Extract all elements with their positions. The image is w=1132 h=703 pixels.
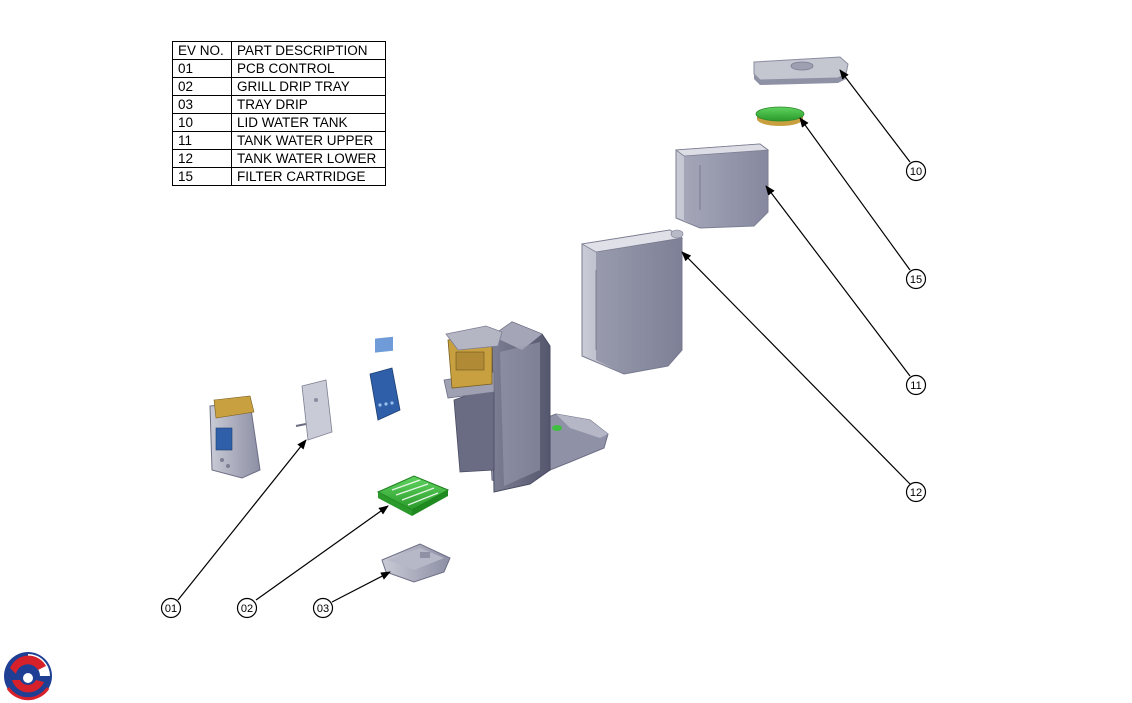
tray-drip [381, 543, 451, 583]
part-description: FILTER CARTRIDGE [231, 167, 386, 186]
filter-cartridge [755, 106, 805, 126]
table-row: 11 TANK WATER UPPER [172, 131, 386, 150]
svg-text:02: 02 [241, 603, 253, 615]
part-number: 12 [172, 149, 232, 168]
parts-table: EV NO. PART DESCRIPTION 01 PCB CONTROL 0… [172, 41, 386, 186]
callout-10: 10 [905, 160, 927, 182]
svg-text:15: 15 [910, 274, 922, 286]
callout-15: 15 [905, 268, 927, 290]
table-row: 01 PCB CONTROL [172, 59, 386, 78]
callout-02: 02 [236, 597, 258, 619]
callout-11: 11 [905, 374, 927, 396]
table-row: 10 LID WATER TANK [172, 113, 386, 132]
pcb-control [295, 379, 333, 441]
svg-text:01: 01 [165, 603, 177, 615]
part-number: 10 [172, 113, 232, 132]
parts-table-header: EV NO. PART DESCRIPTION [172, 41, 386, 60]
front-face-module [209, 395, 261, 479]
part-number: 15 [172, 167, 232, 186]
svg-text:11: 11 [910, 380, 921, 392]
part-description: GRILL DRIP TRAY [231, 77, 386, 96]
svg-text:03: 03 [317, 603, 329, 615]
tank-water-lower [580, 229, 684, 375]
table-row: 12 TANK WATER LOWER [172, 149, 386, 168]
callout-12: 12 [905, 481, 927, 503]
header-part-description: PART DESCRIPTION [231, 41, 386, 60]
part-number: 03 [172, 95, 232, 114]
callout-01: 01 [160, 597, 182, 619]
control-panel [369, 336, 401, 421]
svg-text:10: 10 [910, 166, 922, 178]
tank-water-upper [674, 143, 770, 229]
part-description: PCB CONTROL [231, 59, 386, 78]
table-row: 02 GRILL DRIP TRAY [172, 77, 386, 96]
svg-text:12: 12 [910, 487, 922, 499]
part-description: TANK WATER UPPER [231, 131, 386, 150]
callout-03: 03 [312, 597, 334, 619]
part-description: TANK WATER LOWER [231, 149, 386, 168]
part-description: TRAY DRIP [231, 95, 386, 114]
part-number: 11 [172, 131, 232, 150]
part-number: 01 [172, 59, 232, 78]
leader-lines [177, 69, 911, 603]
part-description: LID WATER TANK [231, 113, 386, 132]
header-ev-no: EV NO. [172, 41, 232, 60]
brand-logo [4, 652, 52, 701]
part-number: 02 [172, 77, 232, 96]
table-row: 03 TRAY DRIP [172, 95, 386, 114]
grill-drip-tray [376, 475, 450, 516]
lid-water-tank [753, 56, 849, 85]
table-row: 15 FILTER CARTRIDGE [172, 167, 386, 186]
main-housing [443, 321, 609, 493]
